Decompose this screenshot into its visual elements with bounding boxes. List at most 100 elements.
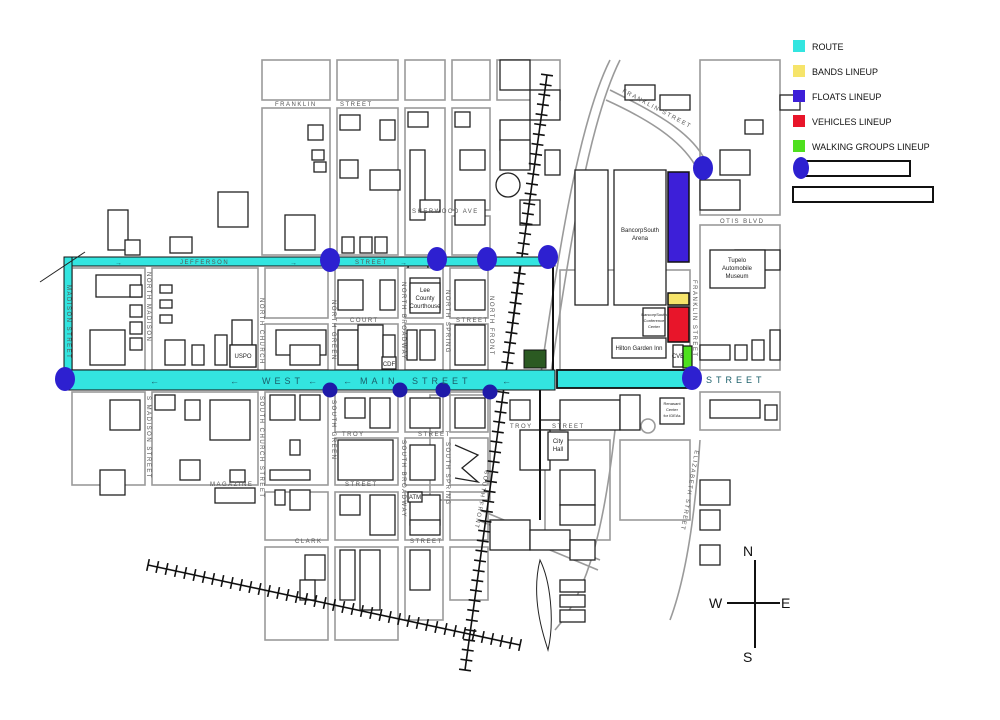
green-space — [523, 349, 547, 369]
map-labels: BancorpSouthArenaBancorpSouthConferenceC… — [65, 88, 766, 545]
building — [179, 459, 201, 481]
building — [459, 149, 486, 171]
building-label-museum: Automobile — [722, 266, 753, 272]
building — [519, 429, 551, 471]
building — [699, 179, 741, 211]
building — [409, 549, 431, 591]
street-label-otis: OTIS BLVD — [720, 219, 764, 225]
building — [339, 549, 356, 601]
rail-tie — [461, 648, 474, 652]
rail-tie — [490, 440, 503, 444]
parade-route — [39, 251, 693, 520]
rail-tie — [497, 390, 510, 394]
street-block — [334, 491, 399, 541]
rail-tie — [479, 519, 492, 523]
building — [124, 239, 141, 256]
lineup-areas — [523, 171, 693, 369]
route-marker — [427, 247, 447, 271]
building — [454, 324, 486, 366]
building — [289, 344, 321, 366]
street-label-clark: CLARK — [295, 539, 323, 545]
rail-tie — [519, 232, 532, 236]
street-label-north_broadway: NORTH BROADWAY — [400, 282, 406, 360]
rail-tie — [331, 598, 337, 612]
building — [339, 494, 361, 516]
rail-tie — [183, 566, 188, 580]
building-label-museum: Tupelo — [728, 258, 747, 264]
building — [289, 489, 311, 511]
rail-tie — [238, 578, 244, 592]
building — [337, 329, 359, 366]
curved-street — [669, 439, 701, 621]
building — [769, 329, 781, 361]
rail-tie — [313, 594, 318, 608]
curved-street — [609, 89, 706, 161]
building-label-arena: BancorpSouth — [621, 228, 659, 234]
building — [129, 321, 143, 335]
street-label-clark_street: STREET — [410, 539, 443, 545]
street-label-franklin_ns: FRANKLIN STREET — [691, 280, 697, 358]
legend-swatch-walking — [793, 140, 805, 152]
building — [406, 329, 418, 361]
street-block — [264, 546, 329, 641]
building-atm — [407, 491, 423, 503]
street-label-jefferson_street: STREET — [355, 260, 388, 266]
route-marker-small — [482, 384, 498, 400]
building — [357, 324, 384, 371]
building-label-cityhall: Hall — [553, 447, 563, 453]
street-label-north_front: NORTH FRONT — [488, 296, 494, 356]
rail-tie — [406, 614, 411, 628]
building — [407, 111, 429, 128]
route-marker — [477, 247, 497, 271]
street-block — [451, 59, 491, 101]
street-block — [699, 59, 781, 216]
building — [159, 314, 173, 324]
building — [339, 159, 359, 179]
street-label-main_east: STREET — [706, 375, 766, 385]
building — [337, 439, 394, 481]
building-shape — [454, 444, 481, 484]
rail-tie — [523, 202, 536, 206]
rail-tie — [517, 241, 530, 246]
building-label-cdf: CDF — [383, 362, 396, 368]
building — [419, 199, 441, 213]
street-block — [261, 59, 331, 101]
building — [159, 299, 173, 309]
rail-tie — [473, 559, 487, 563]
building — [559, 579, 586, 593]
building — [341, 236, 355, 254]
rail-tie — [491, 430, 504, 434]
street-block — [404, 391, 444, 433]
route-marker — [693, 156, 713, 180]
street-block — [334, 437, 399, 486]
rail-tie — [248, 580, 253, 594]
building — [409, 444, 436, 481]
building — [313, 161, 327, 173]
vehicles-lineup — [667, 306, 690, 343]
street-label-court_street: STREET — [456, 318, 489, 324]
building — [499, 59, 531, 91]
rail-tie — [341, 600, 346, 614]
building — [214, 334, 228, 366]
route-marker — [538, 245, 558, 269]
rail-tie — [489, 450, 502, 454]
rail-tie — [201, 570, 206, 584]
building — [379, 279, 396, 311]
building — [269, 394, 296, 421]
street-label-troy_east_street: STREET — [552, 424, 585, 430]
building-renasant — [659, 397, 685, 425]
rail-tie — [534, 122, 547, 127]
building — [369, 494, 396, 536]
building — [751, 339, 765, 361]
street-label-troy: TROY — [342, 432, 365, 438]
building — [109, 399, 141, 431]
street-label-north_church: NORTH CHURCH — [258, 298, 264, 365]
building — [289, 439, 301, 456]
rail-tie — [536, 103, 549, 107]
building — [374, 236, 388, 254]
building — [209, 399, 251, 441]
street-block — [334, 391, 399, 433]
building — [159, 284, 173, 294]
rail-tie — [155, 560, 160, 574]
